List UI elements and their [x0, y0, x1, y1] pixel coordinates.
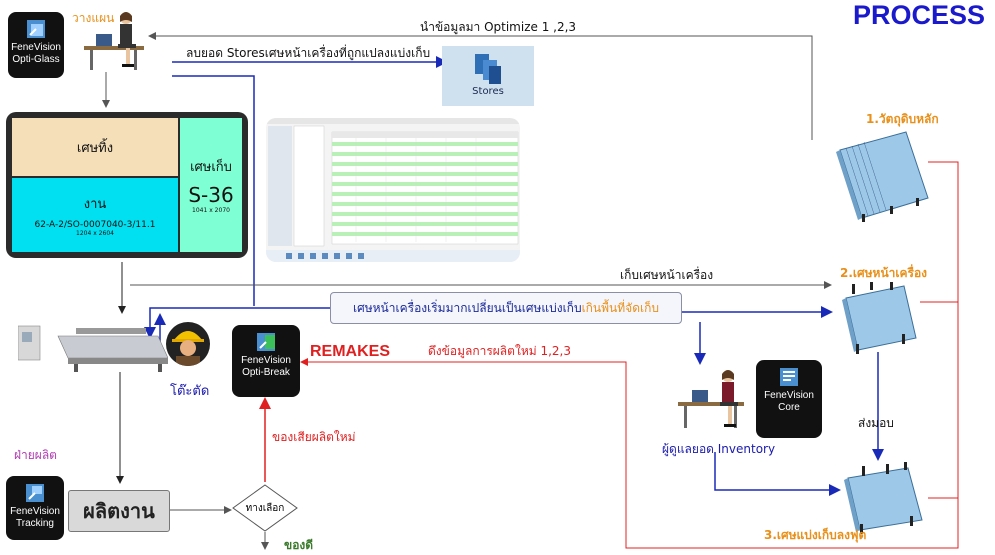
inventory-manager-figure	[676, 366, 752, 436]
remakes-label: REMAKES	[310, 343, 391, 360]
stock-size: 1041 x 2070	[192, 207, 230, 214]
deliver-label: ส่งมอบ	[858, 416, 894, 430]
front-scrap-rack	[840, 282, 922, 354]
opti-glass-line1: FeneVision	[11, 42, 61, 53]
job-code: 62-A-2/SO-0007040-3/11.1	[34, 220, 156, 230]
opti-glass-app[interactable]: FeneVision Opti-Glass	[8, 12, 64, 78]
opti-glass-icon	[25, 18, 47, 40]
front-scrap-label: 2.เศษหน้าเครื่อง	[840, 266, 928, 280]
inventory-to-split-arrow	[714, 452, 841, 496]
job-size: 1204 x 2604	[76, 230, 114, 237]
option-decision: ทางเลือก	[232, 484, 298, 532]
banner-main-text: เศษหน้าเครื่องเริ่มมากเปลี่ยนเป็นเศษแบ่ง…	[353, 300, 582, 315]
raw-material-label: 1.วัตถุดิบหลัก	[866, 112, 939, 126]
opti-break-app[interactable]: FeneVision Opti-Break	[232, 325, 300, 397]
cutting-table-label: โต๊ะตัด	[170, 384, 210, 399]
inventory-manager-label: ผู้ดูแลยอด Inventory	[662, 442, 776, 456]
scrap-conversion-banner: เศษหน้าเครื่องเริ่มมากเปลี่ยนเป็นเศษแบ่ง…	[330, 292, 682, 324]
optimize-label: นำข้อมูลมา Optimize 1 ,2,3	[420, 20, 577, 34]
core-app[interactable]: FeneVision Core	[756, 360, 822, 438]
stores-label: Stores	[472, 86, 504, 97]
planner-figure	[82, 6, 152, 72]
banner-highlight-text: เกินพื้นที่จัดเก็บ	[581, 300, 659, 315]
cutting-table	[17, 318, 169, 374]
tracking-app[interactable]: FeneVision Tracking	[6, 476, 64, 540]
produce-box: ผลิตงาน	[68, 490, 170, 532]
core-line1: FeneVision	[764, 390, 814, 401]
job-label: งาน	[83, 197, 107, 212]
option-label: ทางเลือก	[245, 503, 285, 514]
collect-front-label: เก็บเศษหน้าเครื่อง	[620, 268, 714, 282]
opti-break-line2: Opti-Break	[242, 367, 290, 378]
good-label: ของดี	[284, 538, 314, 552]
job-cell: งาน 62-A-2/SO-0007040-3/11.1 1204 x 2604	[12, 178, 178, 252]
produce-label: ผลิตงาน	[83, 499, 155, 523]
page-title: PROCESS	[852, 0, 985, 30]
stores-icon	[473, 52, 503, 86]
cutter-to-stores-line	[172, 75, 255, 306]
opti-break-icon	[255, 331, 277, 353]
opti-glass-line2: Opti-Glass	[12, 54, 60, 65]
software-screenshot	[266, 118, 520, 262]
core-icon	[778, 366, 800, 388]
production-dept-label: ฝ่ายผลิต	[14, 448, 57, 462]
split-scrap-rack	[842, 462, 928, 534]
raw-material-rack	[836, 128, 932, 222]
opti-break-line1: FeneVision	[241, 355, 291, 366]
stores-box[interactable]: Stores	[442, 46, 534, 106]
waste-cell: เศษทิ้ง	[12, 118, 178, 176]
banner-return-arrow	[144, 307, 330, 339]
split-scrap-label: 3.เศษแบ่งเก็บลงฟุต	[764, 528, 867, 542]
tracking-icon	[24, 482, 46, 504]
stock-cell: เศษเก็บ S-36 1041 x 2070	[180, 118, 242, 252]
new-waste-label: ของเสียผลิตใหม่	[272, 430, 356, 444]
remake-red-frame	[300, 161, 959, 549]
tracking-line1: FeneVision	[10, 506, 60, 517]
planner-label: วางแผน	[72, 11, 115, 25]
cutting-worker-avatar	[166, 322, 210, 366]
pull-remake-label: ดึงข้อมูลการผลิตใหม่ 1,2,3	[428, 344, 571, 358]
tracking-line2: Tracking	[16, 518, 54, 529]
optimize-arrow	[148, 32, 813, 140]
core-line2: Core	[778, 402, 800, 413]
stock-label: เศษเก็บ	[190, 160, 232, 175]
deduct-stores-label: ลบยอด Storesเศษหน้าเครื่องที่ถูกแปลงแบ่ง…	[186, 46, 431, 60]
waste-label: เศษทิ้ง	[76, 140, 114, 156]
stock-code: S-36	[188, 183, 234, 207]
cut-layout-panel: เศษทิ้ง งาน 62-A-2/SO-0007040-3/11.1 120…	[6, 112, 248, 258]
